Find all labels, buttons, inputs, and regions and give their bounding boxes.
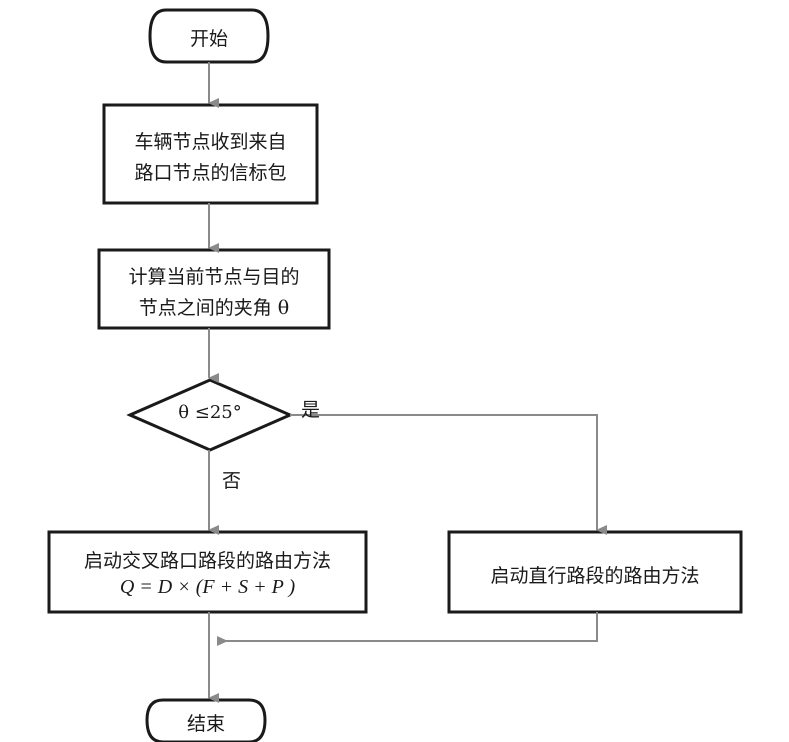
arrow-right-merge [217, 612, 598, 646]
arrow-yes-branch [290, 414, 607, 535]
process-box-calc-angle [97, 248, 331, 330]
end-terminal [145, 698, 267, 742]
left-branch-line1: 启动交叉路口路段的路由方法 [83, 550, 331, 572]
step2-line2: 节点之间的夹角 θ [138, 297, 290, 319]
step1-line2: 路口节点的信标包 [134, 162, 287, 184]
process-box-receive-beacon [102, 103, 319, 205]
right-branch-label: 启动直行路段的路由方法 [490, 565, 700, 587]
end-label: 结束 [186, 713, 225, 735]
start-label: 开始 [189, 28, 228, 50]
no-label: 否 [222, 470, 242, 492]
decision-label: θ ≤25° [178, 402, 242, 423]
step2-line1: 计算当前节点与目的 [128, 266, 300, 288]
process-box-straight-routing [447, 530, 743, 614]
start-terminal [148, 8, 270, 64]
step1-line1: 车辆节点收到来自 [134, 131, 287, 153]
left-branch-formula: Q = D × (F + S + P ) [119, 576, 296, 598]
yes-label: 是 [301, 399, 321, 421]
process-box-intersection-routing [47, 530, 368, 614]
